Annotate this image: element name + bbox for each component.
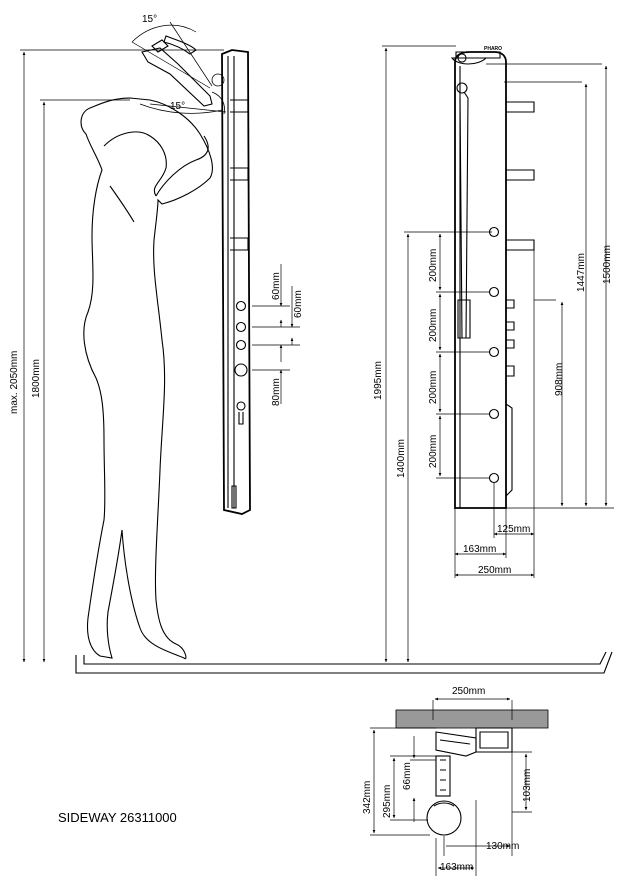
top-depth-103-label: 103mm <box>522 769 533 802</box>
shower-tray <box>75 651 613 674</box>
jet-height-label: 1400mm <box>396 439 407 478</box>
body-jet <box>488 472 500 484</box>
nozzle-spacing-dimensions: 200mm 200mm 200mm 200mm <box>428 233 490 479</box>
lower-angle-label: 15° <box>170 101 185 112</box>
side-mixer-knob <box>234 363 248 377</box>
side-dimensions: 60mm 60mm 80mm <box>252 264 304 406</box>
top-depth-66-label: 66mm <box>402 762 413 790</box>
front-panel: PHARO <box>450 46 535 509</box>
body-jet <box>488 286 500 298</box>
body-jet <box>488 346 500 358</box>
human-figure <box>80 97 213 660</box>
nozzle-spacing-label: 200mm <box>428 309 439 342</box>
top-depth-342-label: 342mm <box>362 781 373 814</box>
top-depth-295-label: 295mm <box>382 785 393 818</box>
wall-section <box>395 709 549 729</box>
side-control-knob <box>235 300 247 312</box>
upper-angle-label: 15° <box>142 14 157 25</box>
front-width-dimensions: 125mm 163mm 250mm <box>454 250 535 578</box>
nozzle-spacing-label: 200mm <box>428 249 439 282</box>
height-1447-label: 1447mm <box>576 253 587 292</box>
side-hose-outlet <box>236 401 246 411</box>
total-height-label: 1995mm <box>373 361 384 400</box>
side-spacing-label: 60mm <box>293 290 304 318</box>
side-spacing-label: 60mm <box>271 272 282 300</box>
side-control-knob <box>235 339 247 351</box>
side-control-knob <box>235 321 247 333</box>
top-width-163-label: 163mm <box>440 862 473 873</box>
brand-label: PHARO <box>484 46 502 52</box>
figure-height-dimensions: max. 2050mm 1800mm <box>9 49 224 663</box>
max-height-label: max. 2050mm <box>9 351 20 414</box>
model-label: SIDEWAY 26311000 <box>58 810 177 825</box>
top-view <box>395 709 549 836</box>
front-height-dimensions: 1995mm 1400mm 1500mm 1447mm 908mm <box>373 45 614 663</box>
figure-height-label: 1800mm <box>31 359 42 398</box>
body-jet <box>488 408 500 420</box>
top-width-130-label: 130mm <box>486 841 519 852</box>
angle-indicators: 15° 15° <box>131 14 227 114</box>
hand-shower-side <box>141 35 225 115</box>
overhead-shower-head <box>450 57 488 65</box>
height-908-label: 908mm <box>554 363 565 396</box>
height-1500-label: 1500mm <box>602 245 613 284</box>
nozzle-spacing-label: 200mm <box>428 435 439 468</box>
nozzle-spacing-label: 200mm <box>428 371 439 404</box>
width-250-label: 250mm <box>478 565 511 576</box>
front-hand-shower-holder <box>456 82 468 94</box>
top-arm <box>435 755 451 797</box>
side-panel <box>221 49 251 515</box>
side-spacing-label: 80mm <box>271 378 282 406</box>
top-width-250-label: 250mm <box>452 686 485 697</box>
width-163-label: 163mm <box>463 544 496 555</box>
top-view-dimensions: 250mm 342mm 295mm 66mm 103mm 130mm 163mm <box>362 686 533 876</box>
width-125-label: 125mm <box>497 524 530 535</box>
top-shower-head <box>426 800 462 836</box>
